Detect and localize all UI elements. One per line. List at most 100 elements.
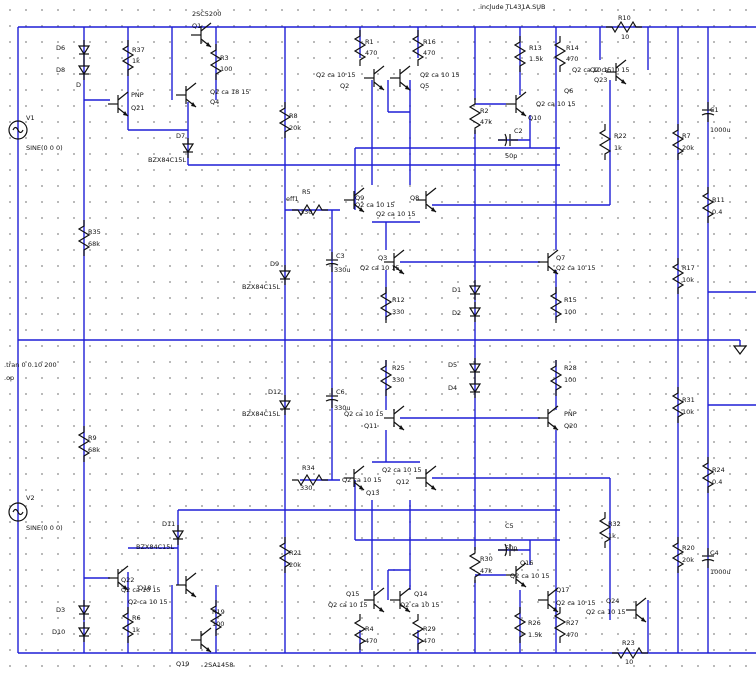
- label-r22: R22: [614, 132, 627, 140]
- label-r19: R19: [212, 608, 225, 616]
- label-r16-value: 470: [423, 49, 435, 57]
- label-q5-model: Q2 ca 10 15: [420, 71, 460, 79]
- resistor-r25: [380, 359, 392, 397]
- label-q10-model: Q2 ca 10 15: [536, 100, 576, 108]
- label-d11-model: BZX84C15L: [136, 543, 174, 551]
- label-q16: Q16: [520, 559, 533, 567]
- resistor-r19: [210, 599, 222, 637]
- label-r7: R7: [682, 132, 691, 140]
- label-q15-model: Q2 ca 10 15: [328, 601, 368, 609]
- label-r8-value: 20k: [289, 124, 301, 132]
- label-q3: Q3: [378, 254, 387, 262]
- tran-directive: .tran 0 0.10 200: [4, 361, 57, 369]
- label-d9: D9: [270, 260, 279, 268]
- label-r4: R4: [365, 625, 374, 633]
- label-q20-model: PNP: [564, 410, 577, 418]
- transistor-q10: [505, 91, 527, 117]
- resistor-r16: [412, 29, 424, 67]
- label-r14-value: 470: [566, 55, 578, 63]
- label-q12: Q12: [396, 478, 409, 486]
- label-r26: R26: [528, 619, 541, 627]
- resistor-r3: [210, 43, 222, 81]
- label-r30-value: 47k: [480, 567, 492, 575]
- label-r25: R25: [392, 364, 405, 372]
- resistor-r32: [599, 511, 611, 549]
- label-q9-model: Q2 ca 10 15: [355, 201, 395, 209]
- label-d5: D5: [448, 361, 457, 369]
- label-r7-value: 20k: [682, 144, 694, 152]
- label-v1-value: SINE(0 0 0): [26, 144, 63, 152]
- transistor-q21: [107, 91, 129, 117]
- label-r19-value: 100: [212, 620, 224, 628]
- label-r6: R6: [132, 614, 141, 622]
- label-c2: C2: [514, 127, 523, 135]
- label-r15: R15: [564, 296, 577, 304]
- label-r21: R21: [289, 549, 302, 557]
- label-r31: R31: [682, 396, 695, 404]
- label-d10: D10: [52, 628, 65, 636]
- label-r35-value: 68k: [88, 240, 100, 248]
- label-c1-value: 1000u: [710, 126, 731, 134]
- transistor-q5: [389, 65, 411, 91]
- resistor-r24: [702, 456, 714, 494]
- label-q15: Q15: [346, 590, 359, 598]
- label-q17: Q17: [556, 586, 569, 594]
- label-q1: Q1: [192, 22, 201, 30]
- label-c3-value: 330u: [334, 266, 351, 274]
- label-r16: R16: [423, 38, 436, 46]
- label-r23-value: 10: [625, 658, 633, 666]
- label-q13-model: Q2 ca 10 15: [342, 476, 382, 484]
- label-r27-value: 470: [566, 631, 578, 639]
- label-v2-value: SINE(0 0 0): [26, 524, 63, 532]
- label-r17: R17: [682, 264, 695, 272]
- label-r14: R14: [566, 44, 579, 52]
- label-r32: R32: [608, 520, 621, 528]
- label-q6-model: Q2 ca 10 15: [572, 66, 612, 74]
- label-r20-value: 20k: [682, 556, 694, 564]
- label-r2: R2: [480, 107, 489, 115]
- label-d1: D1: [452, 286, 461, 294]
- resistor-r29: [412, 613, 424, 651]
- label-q23: Q23: [594, 76, 607, 84]
- label-r37-value: 1k: [132, 57, 140, 65]
- label-r12-value: 330: [392, 308, 404, 316]
- label-q21: Q21: [131, 104, 144, 112]
- label-r24: R24: [712, 466, 725, 474]
- label-c3: C3: [336, 252, 345, 260]
- label-r21-value: 20k: [289, 561, 301, 569]
- label-q21-model: PNP: [131, 91, 144, 99]
- label-r12: R12: [392, 296, 405, 304]
- label-q9: Q9: [355, 194, 364, 202]
- label-r10-value: 10: [621, 33, 629, 41]
- resistor-r6: [122, 606, 134, 644]
- label-r35: R35: [88, 228, 101, 236]
- label-r3: R3: [220, 54, 229, 62]
- label-d12: D12: [268, 388, 281, 396]
- transistor-q7: [537, 249, 559, 275]
- label-d4: D4: [448, 384, 457, 392]
- label-c1: C1: [710, 106, 719, 114]
- transistor-q17: [537, 587, 559, 613]
- label-q12-model: Q2 ca 10 15: [382, 466, 422, 474]
- label-q1-model: 2SC5200: [192, 10, 221, 18]
- ground-icon: [732, 340, 748, 355]
- resistor-r7: [672, 123, 684, 161]
- resistor-r10: [605, 21, 643, 33]
- label-r20: R20: [682, 544, 695, 552]
- label-q18-model: Q2 ca 10 15: [128, 598, 168, 606]
- label-r34: R34: [302, 464, 315, 472]
- label-d2: D2: [452, 309, 461, 317]
- label-r9: R9: [88, 434, 97, 442]
- label-r29: R29: [423, 625, 436, 633]
- resistor-r13: [514, 35, 526, 73]
- label-q11-model: Q2 ca 10 15: [344, 410, 384, 418]
- transistor-q24: [625, 597, 647, 623]
- label-r34-value: 330: [300, 484, 312, 492]
- label-r28: R28: [564, 364, 577, 372]
- label-c5: C5: [505, 522, 514, 530]
- label-d12-model: BZX84C15L: [242, 410, 280, 418]
- resistor-r9: [78, 425, 90, 463]
- label-d8: D8: [56, 66, 65, 74]
- label-r1-value: 470: [365, 49, 377, 57]
- label-c4: C4: [710, 549, 719, 557]
